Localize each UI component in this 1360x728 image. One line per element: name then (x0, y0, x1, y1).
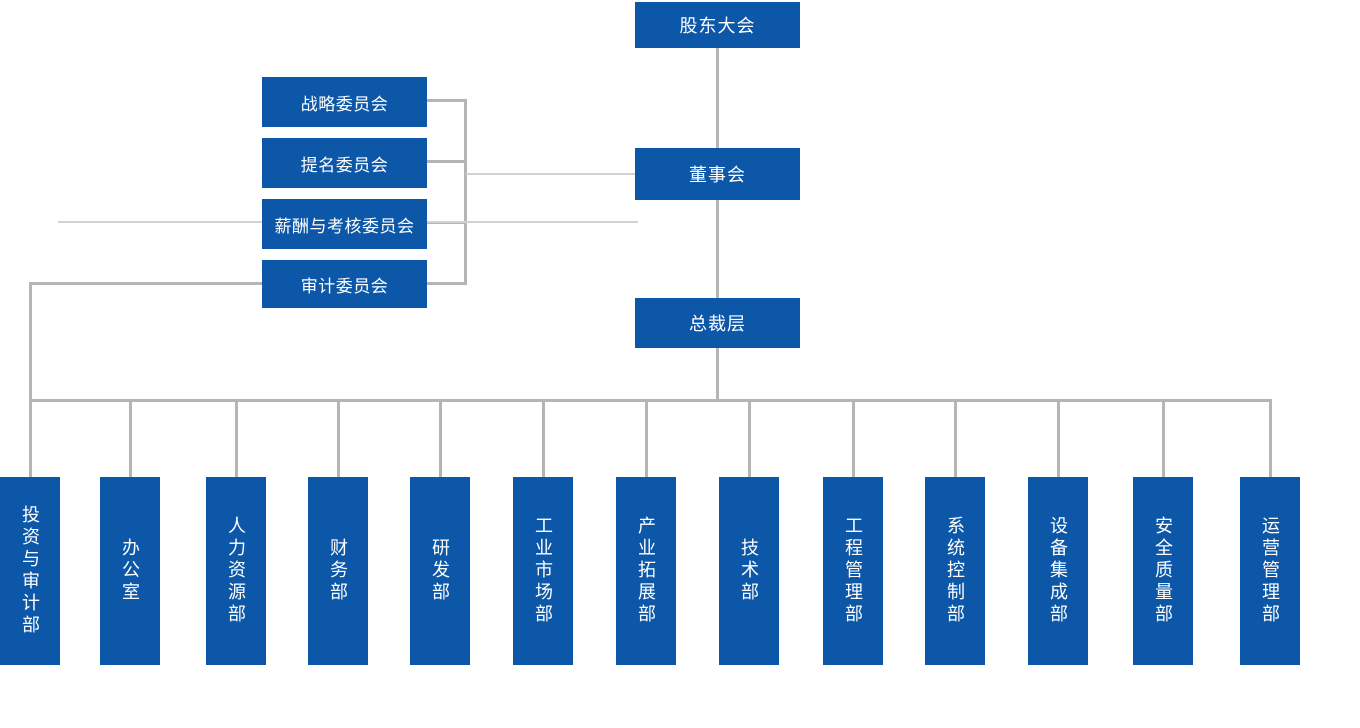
dept-label: 研发部 (430, 538, 450, 604)
dept-label: 投资与审计部 (20, 505, 40, 637)
connector-dept-stub-11 (1057, 399, 1060, 477)
dept-box-equipment-integration: 设备集成部 (1028, 477, 1088, 665)
dept-box-safety-quality: 安全质量部 (1133, 477, 1193, 665)
connector-nomination-stub (427, 160, 467, 163)
dept-label: 工程管理部 (843, 516, 863, 626)
board-label: 董事会 (689, 165, 746, 185)
dept-label: 财务部 (328, 538, 348, 604)
dept-box-technology: 技术部 (719, 477, 779, 665)
connector-board-president (716, 200, 719, 298)
committee-label-strategy: 战略委员会 (300, 94, 389, 114)
shareholders-label: 股东大会 (679, 16, 756, 36)
committee-box-audit: 审计委员会 (262, 260, 427, 308)
connector-dept-stub-12 (1162, 399, 1165, 477)
connector-committee-spine (464, 99, 467, 285)
connector-strategy-stub (427, 99, 467, 102)
dept-box-human-resources: 人力资源部 (206, 477, 266, 665)
connector-dept-stub-2 (129, 399, 132, 477)
connector-dept-stub-13 (1269, 399, 1272, 477)
committee-label-nomination: 提名委员会 (300, 155, 389, 175)
dept-label: 工业市场部 (533, 516, 553, 626)
shareholders-box: 股东大会 (635, 2, 800, 48)
dept-label: 人力资源部 (226, 516, 246, 626)
connector-dept-stub-5 (439, 399, 442, 477)
connector-audit-drop (29, 282, 32, 477)
connector-dept-stub-6 (542, 399, 545, 477)
president-label: 总裁层 (689, 314, 746, 334)
dept-label: 安全质量部 (1153, 516, 1173, 626)
dept-box-rnd: 研发部 (410, 477, 470, 665)
connector-dept-stub-7 (645, 399, 648, 477)
connector-dept-stub-4 (337, 399, 340, 477)
connector-audit-line (30, 282, 467, 285)
connector-dept-stub-3 (235, 399, 238, 477)
dept-label: 设备集成部 (1048, 516, 1068, 626)
committee-box-strategy: 战略委员会 (262, 77, 427, 127)
dept-box-industrial-market: 工业市场部 (513, 477, 573, 665)
dept-box-system-control: 系统控制部 (925, 477, 985, 665)
dept-label: 办公室 (120, 538, 140, 604)
dept-label: 产业拓展部 (636, 516, 656, 626)
dept-label: 系统控制部 (945, 516, 965, 626)
dept-box-finance: 财务部 (308, 477, 368, 665)
connector-president-downline (716, 348, 719, 400)
dept-box-investment-audit: 投资与审计部 (0, 477, 60, 665)
dept-box-industry-expansion: 产业拓展部 (616, 477, 676, 665)
dept-label: 运营管理部 (1260, 516, 1280, 626)
president-box: 总裁层 (635, 298, 800, 348)
committee-label-audit: 审计委员会 (300, 276, 389, 296)
connector-shareholders-board (716, 48, 719, 148)
board-box: 董事会 (635, 148, 800, 200)
committee-label-remuneration: 薪酬与考核委员会 (274, 216, 415, 236)
connector-main-horizontal (29, 399, 1272, 402)
dept-box-operations-management: 运营管理部 (1240, 477, 1300, 665)
committee-box-nomination: 提名委员会 (262, 138, 427, 188)
dept-label: 技术部 (739, 538, 759, 604)
connector-dept-stub-8 (748, 399, 751, 477)
connector-dept-stub-10 (954, 399, 957, 477)
dept-box-engineering-management: 工程管理部 (823, 477, 883, 665)
committee-box-remuneration: 薪酬与考核委员会 (262, 199, 427, 249)
dept-box-office: 办公室 (100, 477, 160, 665)
connector-spine-to-board (466, 173, 636, 175)
connector-dept-stub-9 (852, 399, 855, 477)
